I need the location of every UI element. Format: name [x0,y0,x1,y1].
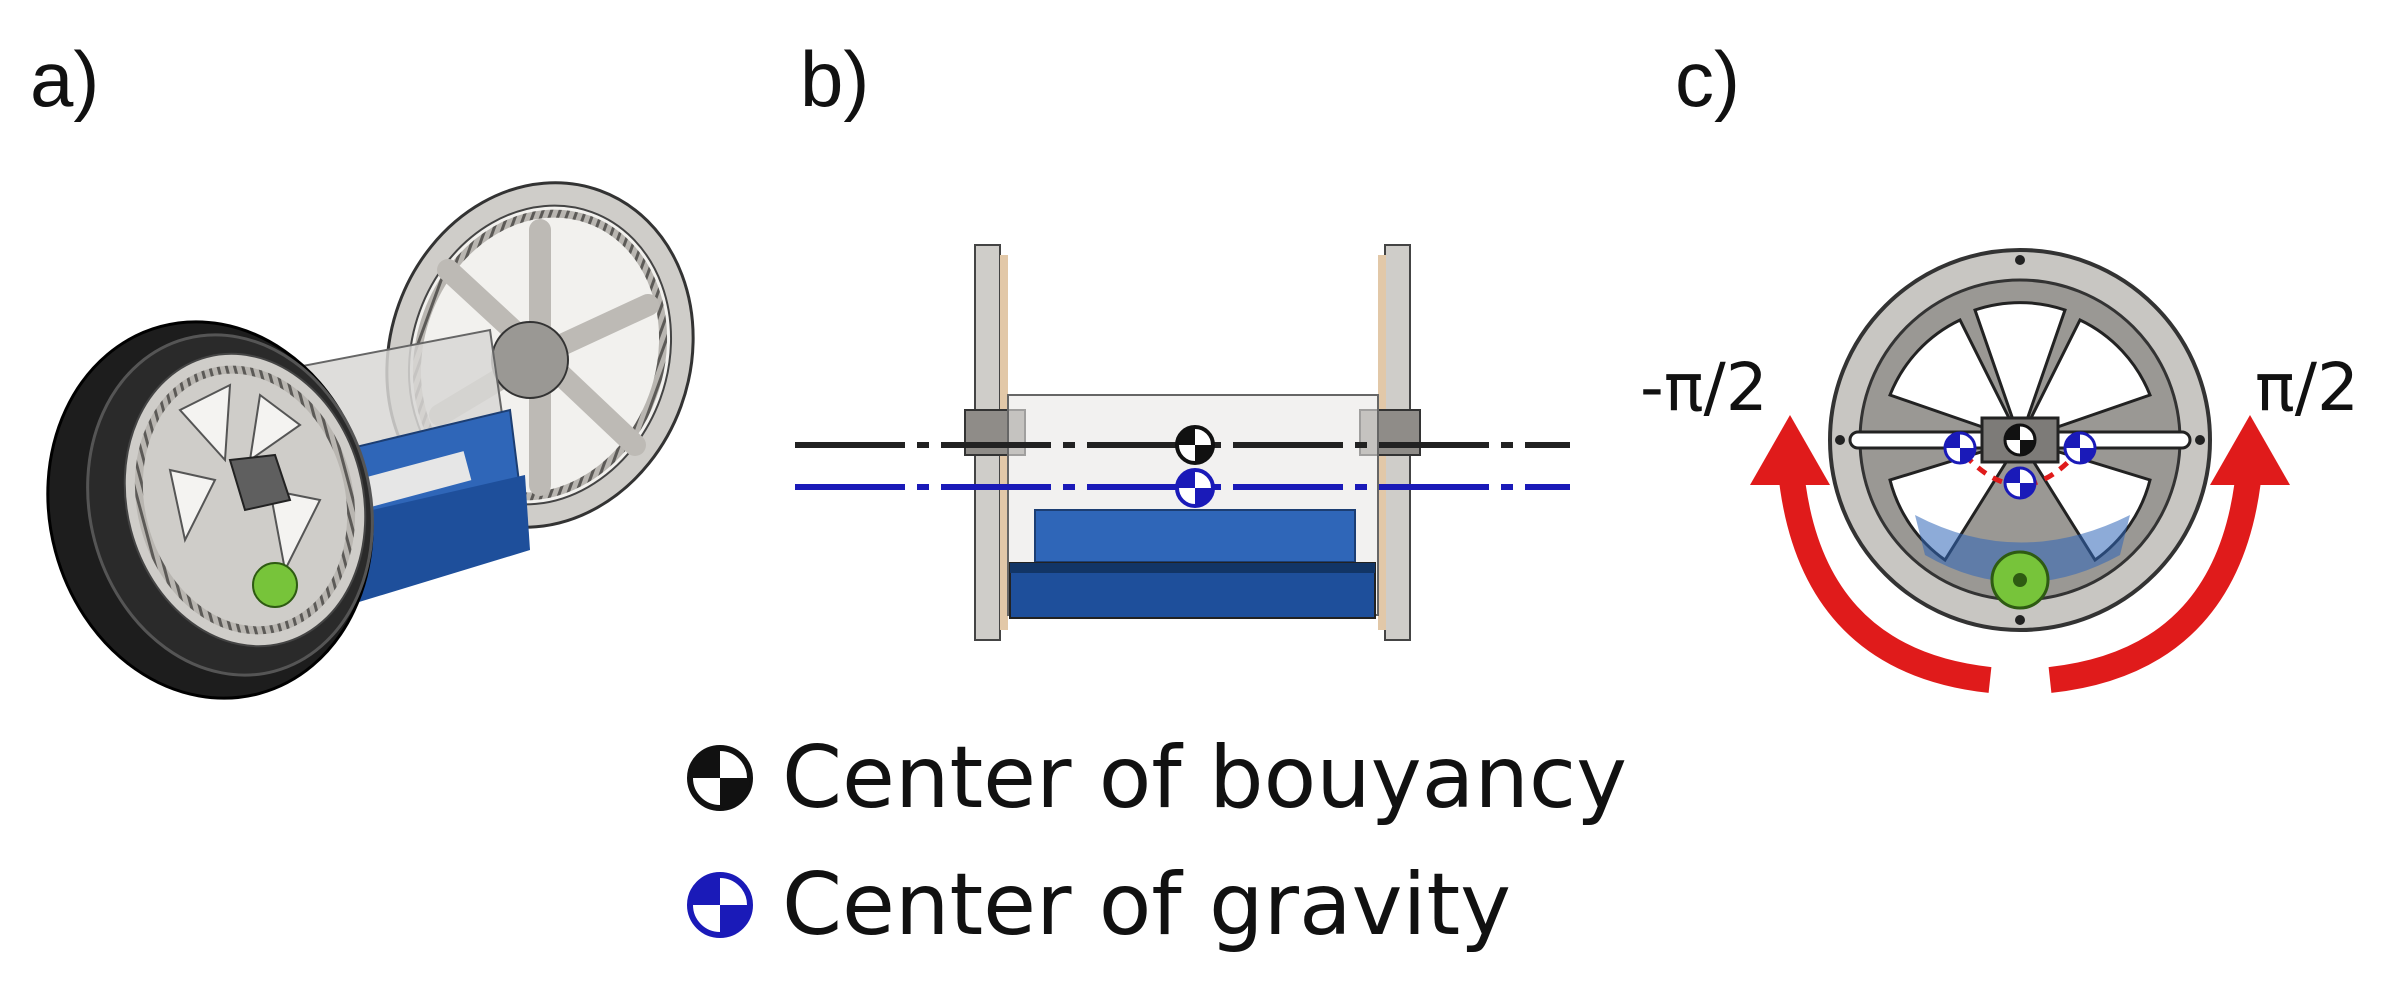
center-of-gravity-marker [1175,468,1215,508]
cob-marker-hub [2003,423,2037,457]
front-wheel [46,320,374,700]
gravity-legend-icon [687,872,753,938]
legend-item-gravity: Center of gravity [680,862,1511,948]
panel-c-label: c) [1675,35,1740,123]
panel-b-label: b) [800,35,870,123]
ballast-block [1009,509,1376,619]
legend-label-gravity: Center of gravity [782,855,1512,955]
rotation-arrow-left [1777,459,1992,693]
center-of-buoyancy-marker [1175,425,1215,465]
cog-marker-bottom [2003,466,2037,500]
rotation-arrowhead-right [2210,415,2290,485]
drive-gear [1990,550,2050,610]
panel-c-front-view [1750,248,2290,693]
panel-a-label: a) [30,35,100,123]
angle-label-right: π/2 [2255,349,2359,426]
buoyancy-legend-icon [687,745,753,811]
legend-item-buoyancy: Center of bouyancy [680,735,1627,821]
legend-label-buoyancy: Center of bouyancy [782,728,1628,828]
panel-a-isometric-view [46,181,695,700]
rotation-arrowhead-left [1750,415,1830,485]
panel-b-side-view [795,244,1570,641]
cog-swing-arc [1963,453,2077,488]
angle-label-left: -π/2 [1640,349,1768,426]
cog-marker-left [1943,431,1977,465]
rotation-arrow-right [2048,459,2263,693]
cog-marker-right [2063,431,2097,465]
